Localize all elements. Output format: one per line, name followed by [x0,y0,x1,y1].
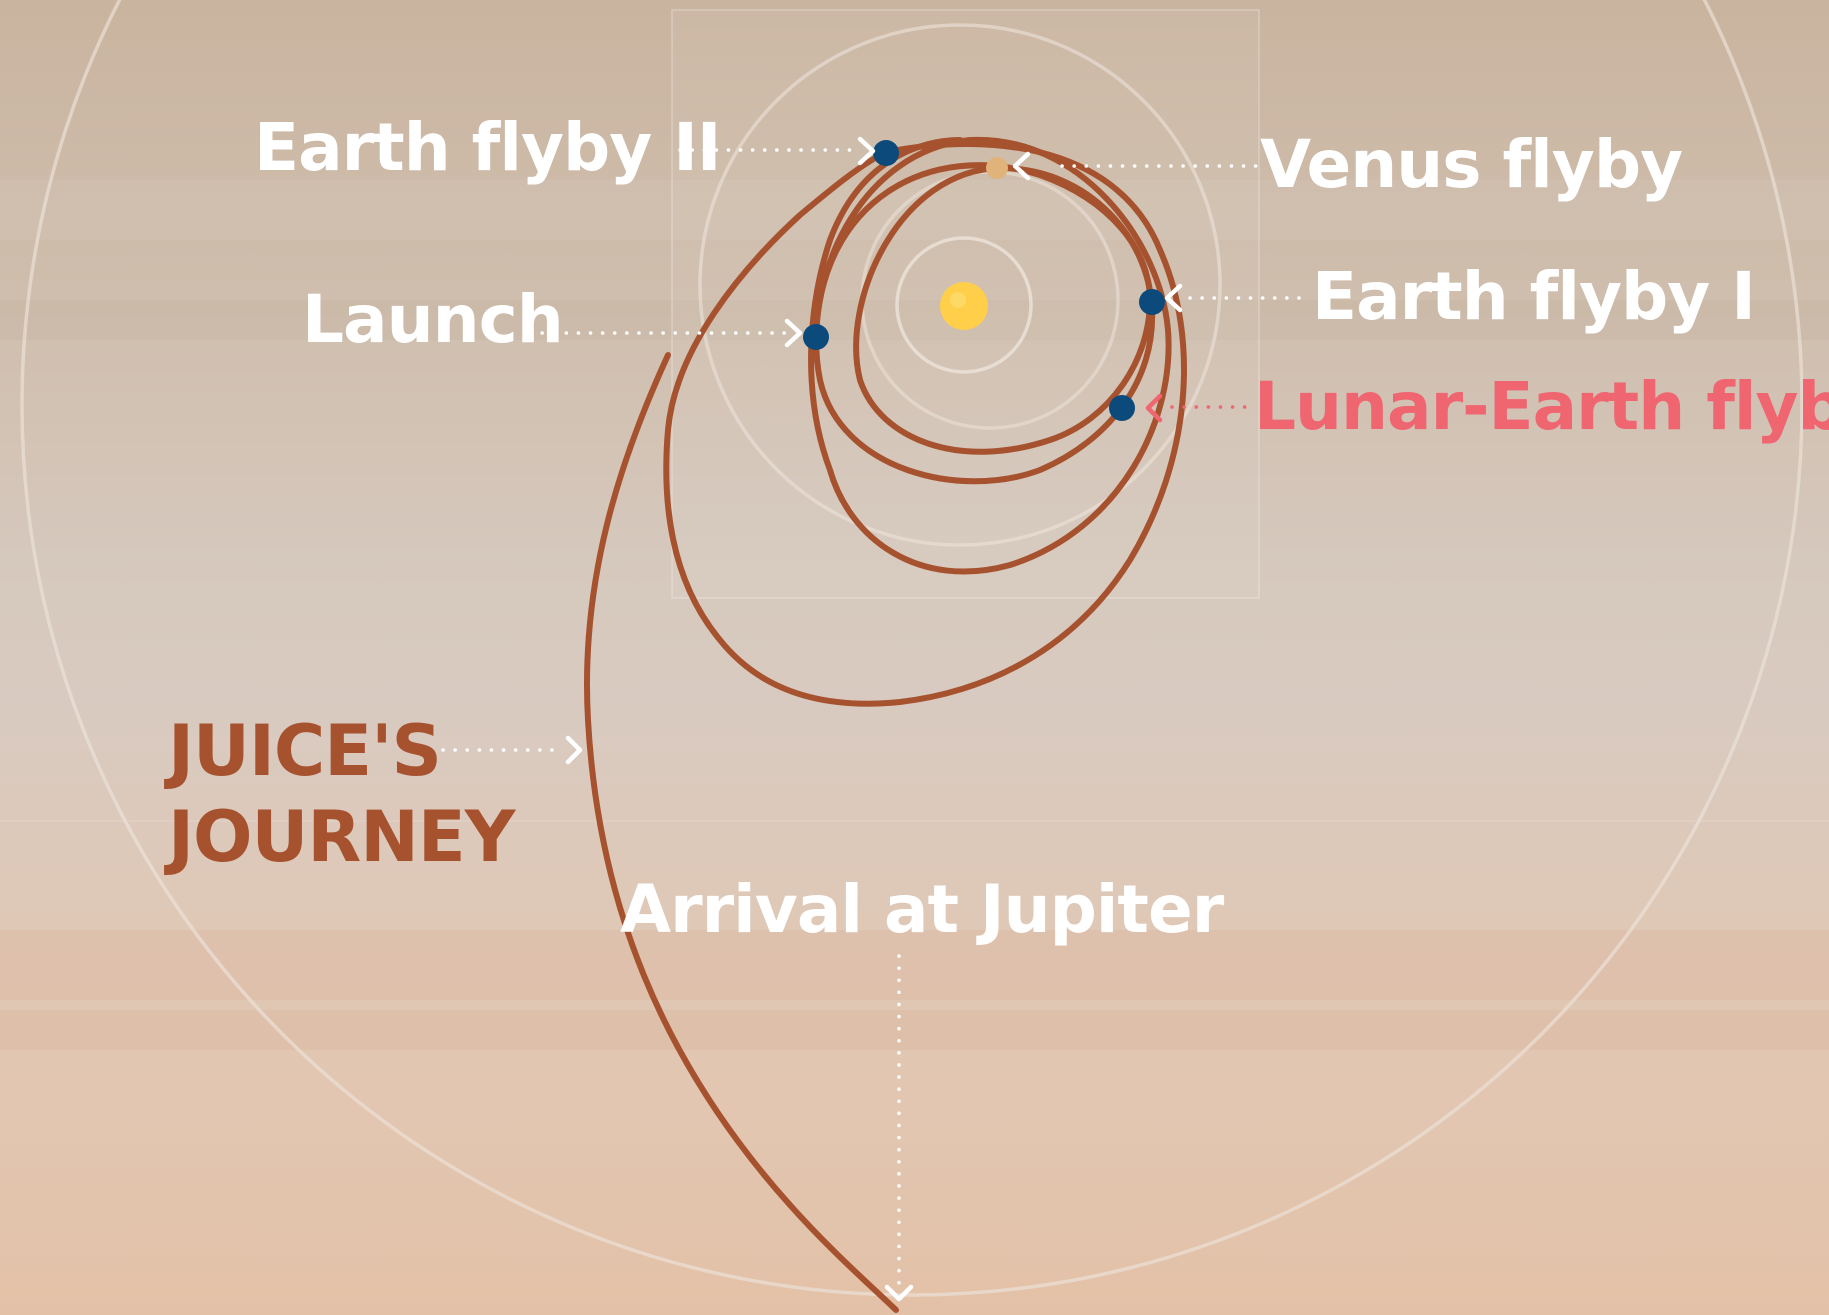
journey-title-line2: JOURNEY [168,796,515,878]
chevron-arrow-icon [1164,283,1183,313]
chevron-arrow-icon [1012,151,1031,181]
launch-marker [803,324,829,350]
earth-flyby-1-marker [1139,289,1165,315]
jupiter-orbit [20,0,1804,1297]
trajectory-segment-4 [584,352,899,1313]
lunar-earth-flyby-marker [1109,395,1135,421]
chevron-arrow-icon [884,1284,914,1302]
trajectory-segment-2 [808,136,1172,575]
sun-icon [940,282,988,330]
arrival-label: Arrival at Jupiter [620,871,1224,948]
chevron-arrow-icon [565,735,583,765]
lunar-earth-flyby-label: Lunar-Earth flyby [1254,368,1829,445]
trajectory-segment-3 [663,141,1187,707]
venus-flyby-marker [986,157,1008,179]
chevron-arrow-icon [857,136,876,166]
launch-label: Launch [302,281,564,358]
journey-title-line1: JUICE'S [168,710,442,792]
earth-orbit [698,23,1222,547]
mercury-orbit [895,236,1033,374]
earth-flyby-2-marker [873,140,899,166]
venus-flyby-label: Venus flyby [1260,126,1683,203]
earth-flyby-2-label: Earth flyby II [254,109,721,186]
earth-flyby-1-label: Earth flyby I [1312,258,1756,335]
chevron-arrow-icon [1145,393,1163,423]
chevron-arrow-icon [784,318,803,348]
